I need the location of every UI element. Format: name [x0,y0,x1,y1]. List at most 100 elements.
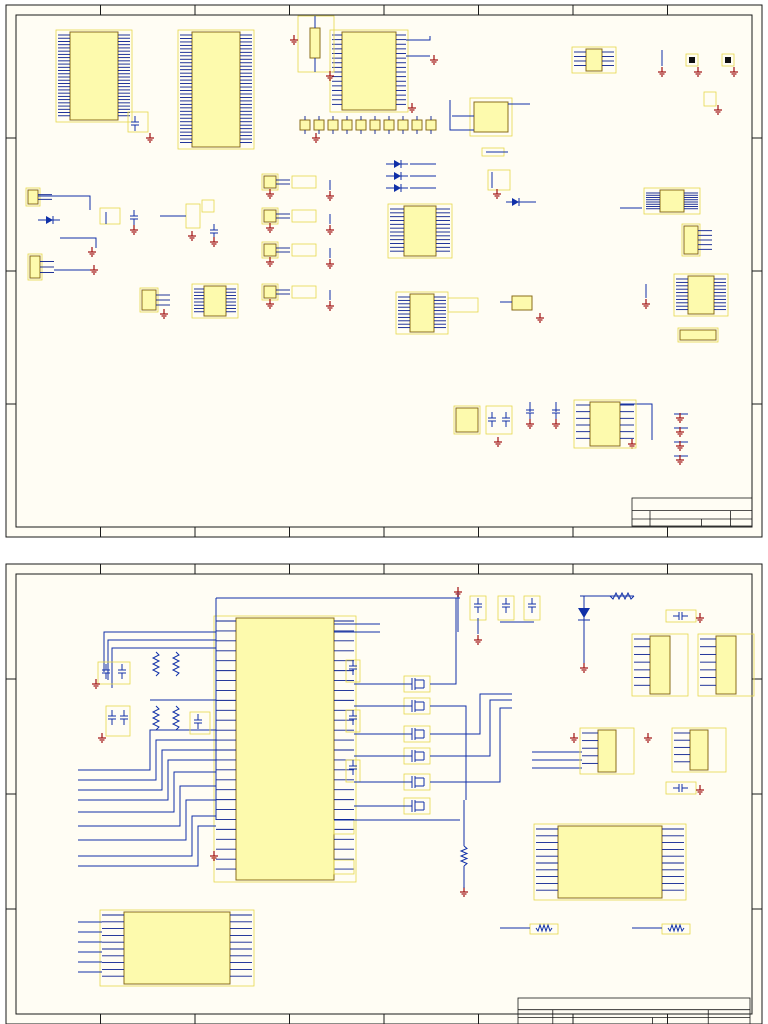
regulator-frame [99,207,121,225]
ground-symbol [266,299,274,309]
wire [430,705,467,800]
wire [78,825,216,867]
relay-frame [703,91,717,107]
regulator-outline [453,405,481,435]
led-row [386,160,436,192]
ground-symbol [730,67,738,77]
resistor-array-cell [299,119,311,131]
ground-symbol [326,71,334,81]
regulator-body [455,407,479,433]
component-outline [55,29,133,123]
resistor-array-cell [369,119,381,131]
sheet-2-frame [5,563,763,1024]
wire [103,631,216,672]
capacitor [349,760,357,775]
cap-group-frame [97,661,131,685]
ic-u16 [671,727,727,773]
component-body [597,729,617,773]
resistor [151,705,161,731]
decoupling-frame [127,111,149,133]
resistor-array-cell [411,119,423,131]
capacitor [349,710,357,725]
component-body [589,401,621,447]
capacitor [552,404,560,419]
component-body [123,911,231,985]
wire [78,815,216,857]
ground-symbol [696,613,704,623]
capacitor [528,598,536,613]
crystal-frame [665,781,697,795]
buzzer-frame [201,199,215,213]
ground-symbol [460,887,468,897]
connector-body [141,289,157,311]
ic-u15 [579,727,635,775]
resistor-zigzag [459,845,469,867]
resistor-array-cell [341,119,353,131]
crystal-frame [665,609,697,623]
capacitor [673,784,688,792]
connector-j4 [681,223,712,257]
capacitor [194,714,202,729]
capacitor [102,664,110,679]
ground-symbol [644,733,652,743]
ground-symbol [552,419,560,429]
component-body [689,729,709,771]
resistor-array [299,116,437,143]
component-body [585,48,603,72]
component-outline [387,203,453,259]
optocoupler-block [449,97,530,157]
ground-symbol [88,247,96,257]
schematic-sheet-1 [5,4,763,538]
decoupling-group [127,111,154,143]
component-body [715,635,737,695]
resistor-zigzag [667,923,685,933]
component-outline [673,273,729,317]
left-bus [78,597,460,867]
title-block-outline [631,497,753,527]
title-block [631,497,753,527]
wire [78,799,216,841]
sensor-label-frame [291,285,317,299]
schematic-sheet-2 [5,563,763,1024]
connector-j3 [139,287,170,313]
ic-u13 [631,633,689,697]
ground-symbol [454,587,462,597]
cap-frame [497,595,515,621]
capacitor [349,660,357,675]
left-power-section [38,195,138,275]
ground-symbol [694,67,702,77]
resistor-array-cell [313,119,325,131]
sheet-2-paper [5,563,763,1024]
ground-symbol [266,189,274,199]
u3-net [406,36,438,113]
diode-triangle [394,184,401,192]
ground-symbol [580,663,588,673]
connector-body [263,243,277,257]
left-passives [92,647,216,743]
component-body [69,31,119,121]
ground-symbol [326,259,334,269]
connector-body [27,189,39,205]
ground-symbol [714,105,722,115]
capacitor [120,710,128,725]
relay [703,91,722,115]
capacitor [108,710,116,725]
wire [430,699,512,757]
transistor-frame [487,169,511,191]
optocoupler-outline [469,97,513,137]
bus-label-frame [447,297,479,313]
sensor-label-frame [291,175,317,189]
resistor [459,845,469,867]
ground-symbol [312,133,320,143]
resistor-zigzag [151,651,161,677]
ground-symbol [90,265,98,275]
ground-symbol [160,309,168,319]
component-outline [573,399,637,449]
connector-body [29,255,41,279]
ground-symbol [326,225,334,235]
resistor [171,705,181,731]
ground-symbol [676,413,684,423]
ground-symbol [474,635,482,645]
ground-symbol [676,455,684,465]
